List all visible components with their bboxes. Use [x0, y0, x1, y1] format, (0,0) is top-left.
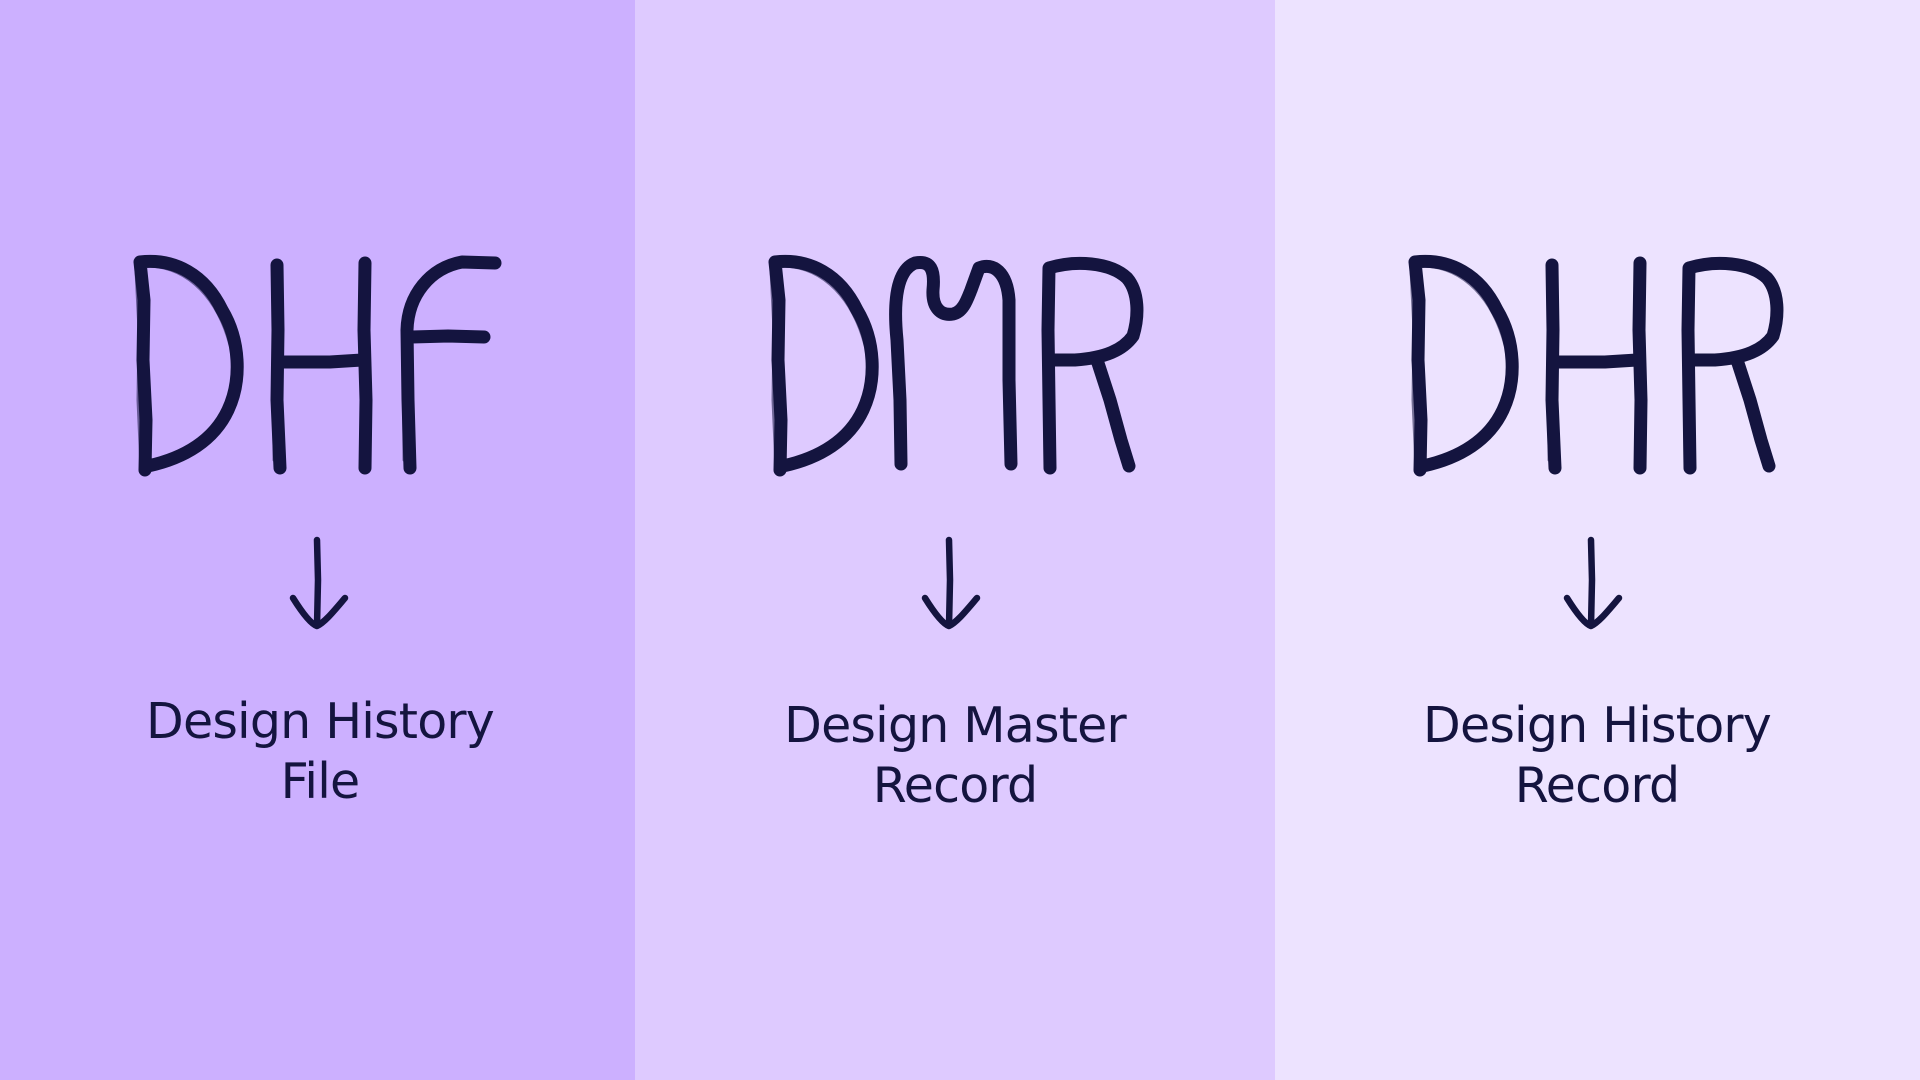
caption-line-1: Design Master	[784, 697, 1127, 754]
panel-dmr: Design Master Record	[635, 0, 1275, 1080]
down-arrow-icon	[921, 536, 981, 630]
caption-line-2: File	[280, 753, 361, 810]
down-arrow-icon	[1563, 536, 1623, 630]
caption-dhf: Design History File	[60, 692, 580, 812]
panel-dhf: Design History File	[0, 0, 635, 1080]
down-arrow-icon	[289, 536, 349, 630]
caption-line-1: Design History	[1423, 697, 1772, 754]
caption-dhr: Design History Record	[1337, 696, 1857, 816]
caption-line-2: Record	[872, 757, 1038, 814]
caption-dmr: Design Master Record	[695, 696, 1215, 816]
acronym-dhf-lettering	[133, 254, 502, 477]
acronym-dmr-lettering	[768, 254, 1144, 477]
caption-line-2: Record	[1514, 757, 1680, 814]
caption-line-1: Design History	[146, 693, 495, 750]
acronym-dhr-lettering	[1408, 254, 1784, 477]
panel-dhr: Design History Record	[1275, 0, 1920, 1080]
